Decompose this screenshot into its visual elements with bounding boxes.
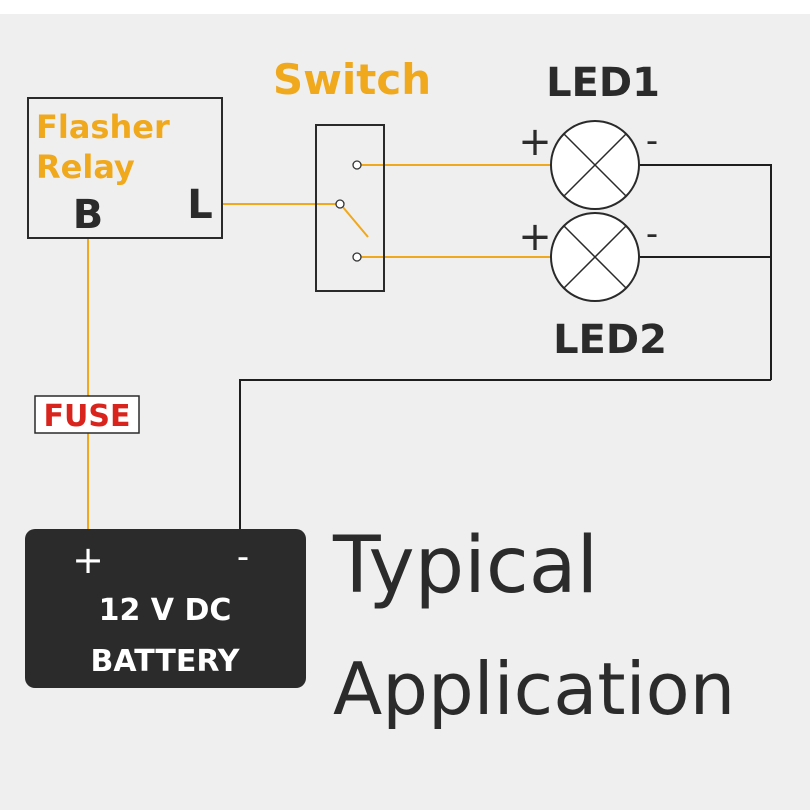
switch-label: Switch: [273, 55, 431, 104]
wire-led1-to-ground: [640, 164, 772, 380]
black-wires: [239, 164, 772, 530]
fuse-label: FUSE: [44, 399, 131, 434]
battery-label: BATTERY: [90, 644, 240, 679]
led2: + - LED2: [518, 212, 667, 363]
battery: + - 12 V DC BATTERY: [25, 529, 306, 688]
caption-line2: Application: [333, 647, 735, 731]
lamp-cross-icon: [550, 120, 640, 210]
switch-terminal-bottom: [352, 252, 362, 262]
battery-minus: -: [237, 537, 249, 577]
battery-body: [25, 529, 306, 688]
flasher-relay: Flasher Relay B L: [27, 97, 223, 239]
relay-title-line2: Relay: [36, 148, 135, 186]
led1-plus: +: [518, 119, 552, 165]
led2-plus: +: [518, 214, 552, 260]
relay-box: [27, 97, 223, 239]
relay-terminal-l: L: [187, 182, 213, 228]
caption-line1: Typical: [332, 521, 598, 611]
battery-plus: +: [72, 538, 104, 582]
switch-box: [315, 124, 385, 292]
orange-wires: [87, 164, 551, 530]
switch: Switch: [273, 55, 431, 292]
wire-ground-return: [239, 379, 771, 530]
led2-label: LED2: [553, 317, 667, 363]
led1-minus: -: [646, 121, 658, 161]
relay-terminal-b: B: [73, 192, 104, 238]
relay-title-line1: Flasher: [36, 108, 170, 146]
led1-label: LED1: [546, 60, 660, 106]
led2-minus: -: [646, 214, 658, 254]
fuse: FUSE: [34, 395, 140, 434]
fuse-box: [34, 395, 140, 434]
led1: LED1 + -: [518, 60, 660, 210]
battery-voltage: 12 V DC: [99, 593, 232, 628]
caption: Typical Application: [332, 521, 735, 731]
switch-lever: [341, 205, 369, 238]
switch-terminal-common: [335, 199, 345, 209]
switch-terminal-top: [352, 160, 362, 170]
lamp-cross-icon: [550, 212, 640, 302]
